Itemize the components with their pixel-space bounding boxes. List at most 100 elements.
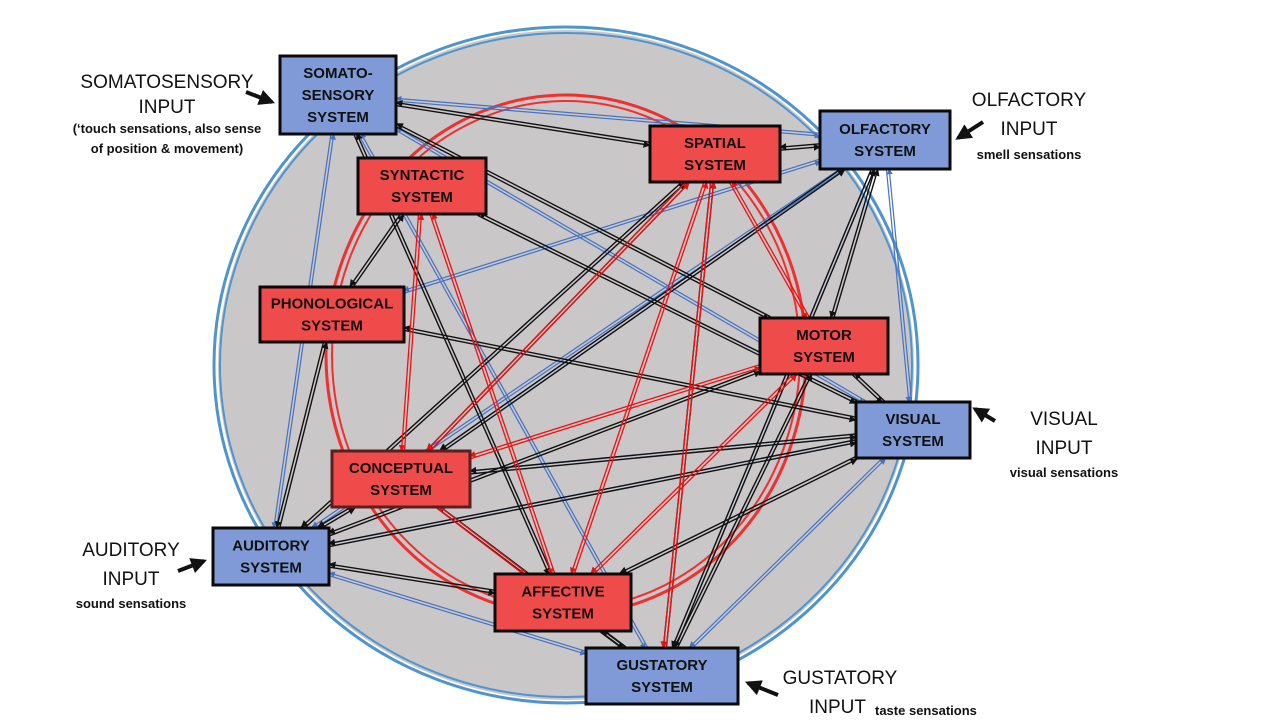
red-link-motor-conceptual-a bbox=[470, 366, 762, 460]
input-title-olfactory-0: OLFACTORY bbox=[972, 90, 1087, 111]
node-conceptual: CONCEPTUAL SYSTEM bbox=[330, 449, 472, 509]
black-link-phonological-auditory-b bbox=[274, 341, 325, 529]
node-box-conceptual bbox=[330, 449, 472, 509]
red-link-spatial-conceptual-a bbox=[428, 182, 690, 453]
input-title-somato-1: INPUT bbox=[139, 97, 196, 118]
red-link-syntactic-affective-b bbox=[429, 214, 554, 576]
node-label-visual-0: VISUAL bbox=[885, 411, 940, 428]
input-olfactory: OLFACTORY INPUT smell sensations bbox=[955, 90, 1087, 162]
input-title-gustatory-1: INPUT bbox=[809, 697, 866, 718]
black-link-syntactic-phonological-a bbox=[351, 214, 405, 289]
node-box-visual bbox=[854, 400, 972, 460]
black-link-spatial-olfactory-a bbox=[779, 143, 820, 151]
node-label-affective-0: AFFECTIVE bbox=[521, 584, 604, 601]
black-link-affective-gustatory-b bbox=[600, 631, 624, 650]
black-link-visual-conceptual-b bbox=[469, 433, 856, 474]
node-label-somato-2: SYSTEM bbox=[307, 109, 369, 126]
input-title-visual-0: VISUAL bbox=[1030, 409, 1098, 430]
black-link-visual-auditory-b bbox=[328, 439, 856, 546]
node-box-spatial bbox=[648, 124, 782, 184]
input-arrow-auditory bbox=[177, 558, 207, 574]
blue-link-auditory-gustatory-a bbox=[328, 571, 587, 653]
input-arrow-gustatory bbox=[745, 680, 779, 697]
input-title-olfactory-1: INPUT bbox=[1001, 119, 1058, 140]
black-link-visual-affective-b bbox=[619, 456, 856, 574]
black-link-conceptual-auditory-b bbox=[317, 505, 354, 528]
nodes-layer: SOMATO-SENSORYSYSTEMOLFACTORYSYSTEMVISUA… bbox=[211, 54, 972, 706]
node-spatial: SPATIAL SYSTEM bbox=[648, 124, 782, 184]
black-link-visual-affective-a bbox=[621, 458, 858, 576]
black-link-olfactory-gustatory-a bbox=[674, 168, 876, 649]
node-label-phonological-1: SYSTEM bbox=[301, 318, 363, 335]
black-link-olfactory-gustatory-b bbox=[671, 168, 873, 649]
input-title-gustatory-0: GUSTATORY bbox=[783, 668, 898, 689]
black-link-somato-spatial-b bbox=[395, 104, 651, 148]
node-label-motor-0: MOTOR bbox=[796, 327, 852, 344]
black-link-phonological-visual-a bbox=[403, 325, 857, 418]
node-label-auditory-0: AUDITORY bbox=[232, 538, 310, 555]
node-label-conceptual-1: SYSTEM bbox=[370, 482, 432, 499]
input-arrow-somato bbox=[245, 89, 275, 105]
node-label-syntactic-1: SYSTEM bbox=[391, 189, 453, 206]
input-note-auditory-0: sound sensations bbox=[76, 596, 187, 611]
black-link-visual-auditory-a bbox=[329, 440, 857, 548]
red-link-syntactic-affective-a bbox=[431, 212, 556, 574]
node-box-phonological bbox=[258, 285, 406, 344]
node-box-somato bbox=[278, 54, 398, 136]
black-link-auditory-affective-b bbox=[328, 566, 496, 596]
node-label-somato-0: SOMATO- bbox=[303, 65, 372, 82]
node-label-gustatory-0: GUSTATORY bbox=[616, 657, 707, 674]
node-label-visual-1: SYSTEM bbox=[882, 433, 944, 450]
red-link-conceptual-affective-b bbox=[436, 507, 526, 576]
input-title-auditory-1: INPUT bbox=[103, 569, 160, 590]
input-auditory: AUDITORY INPUT sound sensations bbox=[76, 540, 207, 611]
input-note-visual-0: visual sensations bbox=[1010, 465, 1118, 480]
red-link-spatial-gustatory-a bbox=[665, 181, 717, 649]
black-link-motor-gustatory-b bbox=[673, 373, 810, 648]
black-link-auditory-affective-a bbox=[328, 561, 496, 591]
node-label-conceptual-0: CONCEPTUAL bbox=[349, 460, 453, 477]
input-note-olfactory-0: smell sensations bbox=[977, 147, 1082, 162]
node-auditory: AUDITORY SYSTEM bbox=[211, 526, 331, 587]
red-link-conceptual-affective-a bbox=[438, 505, 527, 574]
node-motor: MOTOR SYSTEM bbox=[758, 316, 890, 376]
node-box-motor bbox=[758, 316, 890, 376]
input-visual: VISUAL INPUT visual sensations bbox=[972, 407, 1118, 480]
node-label-gustatory-1: SYSTEM bbox=[631, 679, 693, 696]
blue-link-somato-gustatory-a bbox=[360, 132, 649, 648]
outer-ring-inner bbox=[219, 32, 913, 698]
input-arrow-olfactory bbox=[955, 120, 985, 140]
blue-link-somato-gustatory-b bbox=[358, 134, 646, 650]
blue-link-phonological-olfactory-b bbox=[404, 160, 821, 294]
black-link-visual-conceptual-a bbox=[470, 434, 857, 475]
input-note-somato-1: of position & movement) bbox=[91, 141, 243, 156]
black-link-conceptual-auditory-a bbox=[319, 507, 356, 530]
node-label-auditory-1: SYSTEM bbox=[240, 560, 302, 577]
red-link-spatial-motor-b bbox=[729, 182, 808, 320]
red-link-motor-affective-a bbox=[592, 374, 798, 576]
black-link-motor-visual-b bbox=[852, 374, 883, 404]
node-visual: VISUAL SYSTEM bbox=[854, 400, 972, 460]
node-label-spatial-1: SYSTEM bbox=[684, 157, 746, 174]
blue-link-olfactory-visual-b bbox=[885, 169, 912, 403]
input-title-visual-1: INPUT bbox=[1036, 438, 1093, 459]
red-link-spatial-affective-b bbox=[570, 181, 705, 575]
input-title-auditory-0: AUDITORY bbox=[82, 540, 180, 561]
node-label-syntactic-0: SYNTACTIC bbox=[380, 167, 465, 184]
red-link-syntactic-conceptual-a bbox=[403, 213, 425, 452]
black-link-motor-olfactory-b bbox=[833, 168, 880, 319]
node-label-olfactory-1: SYSTEM bbox=[854, 143, 916, 160]
node-label-spatial-0: SPATIAL bbox=[684, 135, 746, 152]
red-link-motor-affective-b bbox=[590, 372, 795, 574]
blue-link-visual-gustatory-b bbox=[689, 456, 884, 648]
node-box-affective bbox=[493, 572, 633, 633]
node-label-motor-1: SYSTEM bbox=[793, 349, 855, 366]
red-link-spatial-conceptual-b bbox=[426, 180, 688, 451]
